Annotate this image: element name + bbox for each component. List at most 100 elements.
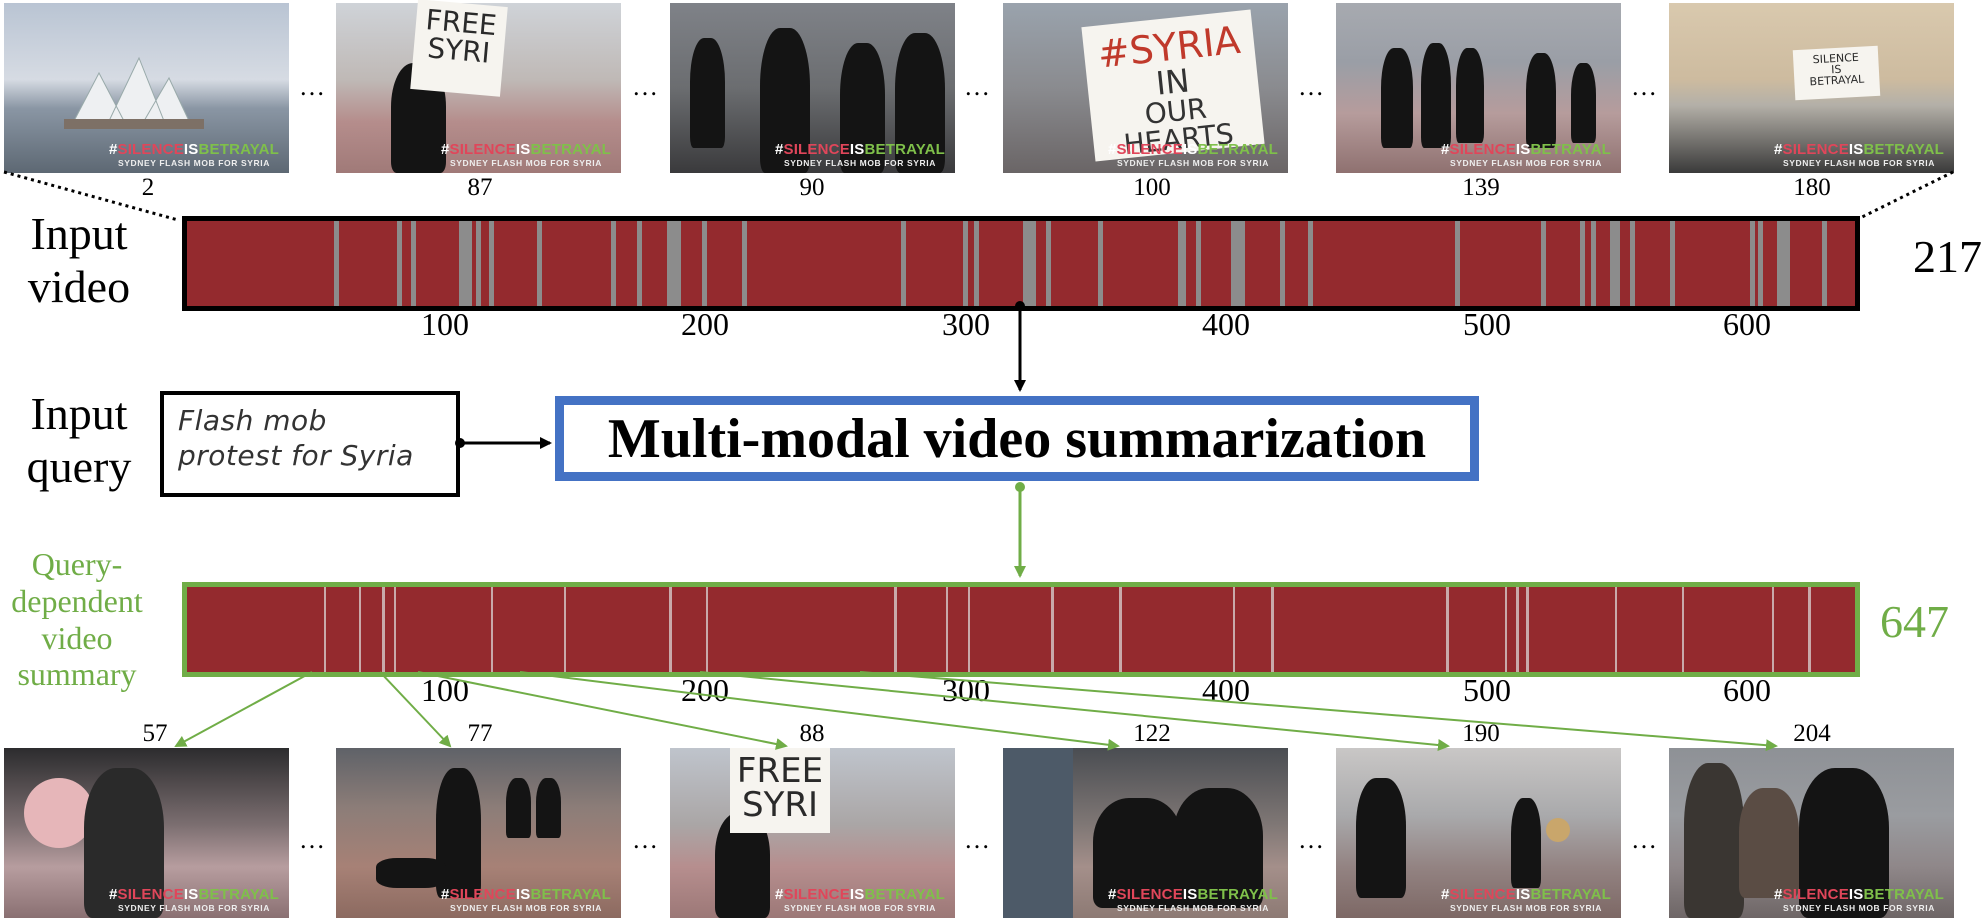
- input-axis-tick: 300: [942, 306, 990, 342]
- input-shot-boundary: [1231, 221, 1245, 306]
- ellipsis: …: [632, 825, 659, 854]
- summary-frame-label: 204: [1793, 720, 1831, 747]
- input-shot-boundary: [1196, 221, 1202, 306]
- input-axis-tick: 200: [681, 306, 729, 342]
- input-shot-boundary: [610, 221, 616, 306]
- input-shot-boundary: [1609, 221, 1620, 306]
- input-axis-tick: 100: [421, 306, 469, 342]
- input-shot-boundary: [1022, 221, 1036, 306]
- summary-axis-tick: 200: [681, 672, 729, 708]
- summary-shot-boundary: [490, 587, 494, 672]
- summary-shot-boundary: [1051, 587, 1054, 672]
- summary-segment-count: 647: [1880, 596, 1949, 647]
- input-frame-label: 180: [1793, 174, 1831, 201]
- summary-frame-label: 190: [1462, 720, 1500, 747]
- connector-dot: [1015, 482, 1025, 492]
- input-frame-label: 87: [467, 174, 493, 201]
- input-shot-boundary: [1629, 221, 1635, 306]
- input-shot-boundary: [1758, 221, 1764, 306]
- summary-shot-boundary: [945, 587, 949, 672]
- summary-shot-boundary: [669, 587, 672, 672]
- input-segment-count: 217: [1913, 231, 1982, 282]
- summary-frame-label: 122: [1133, 720, 1171, 747]
- summary-shot-boundary: [705, 587, 709, 672]
- sign-text: FREE: [736, 751, 824, 791]
- summary-video-timeline: [182, 582, 1860, 677]
- summary-shot-boundary: [358, 587, 362, 672]
- sign-text: SYRI: [741, 785, 818, 825]
- summary-axis-tick: 300: [942, 672, 990, 708]
- input-axis-tick: 400: [1202, 306, 1250, 342]
- query-text-line: protest for Syria: [178, 439, 414, 472]
- summary-shot-boundary: [1232, 587, 1236, 672]
- input-shot-boundary: [475, 221, 481, 306]
- query-text: Flash mob protest for Syria: [178, 403, 414, 473]
- ellipsis: …: [964, 72, 991, 101]
- summary-shot-boundary: [323, 587, 327, 672]
- input-shot-boundary: [458, 221, 473, 306]
- input-shot-boundary: [488, 221, 494, 306]
- summary-label-line: summary: [17, 656, 137, 693]
- method-title: Multi-modal video summarization: [607, 407, 1427, 470]
- summary-shot-boundary: [1614, 587, 1618, 672]
- summary-axis-tick: 400: [1202, 672, 1250, 708]
- input-video-label: Input video: [14, 208, 144, 314]
- summary-shot-boundary: [1119, 587, 1122, 672]
- input-shot-boundary: [1307, 221, 1313, 306]
- input-shot-boundary: [1541, 221, 1547, 306]
- summary-shot-boundary: [382, 587, 385, 672]
- summary-shot-boundary: [1526, 587, 1529, 672]
- input-shot-boundary: [1454, 221, 1460, 306]
- summary-shot-boundary: [1681, 587, 1685, 672]
- input-query-label-line: query: [26, 440, 132, 492]
- input-shot-boundary: [667, 221, 681, 306]
- summary-shot-boundary: [1808, 587, 1811, 672]
- input-query-label-line: Input: [30, 388, 128, 439]
- summary-frame-label: 57: [142, 720, 168, 747]
- summary-label-line: Query-: [31, 546, 123, 582]
- query-text-line: Flash mob: [178, 404, 327, 437]
- input-shot-boundary: [637, 221, 643, 306]
- input-axis-tick: 500: [1463, 306, 1511, 342]
- input-frame-label: 2: [141, 174, 155, 201]
- summary-axis-tick: 600: [1723, 672, 1771, 708]
- summary-shot-boundary: [967, 587, 971, 672]
- summary-axis-tick: 500: [1463, 672, 1511, 708]
- summary-label: Query- dependent video summary: [0, 546, 154, 693]
- ellipsis: …: [1631, 825, 1658, 854]
- summary-frame-label: 88: [799, 720, 825, 747]
- input-shot-boundary: [537, 221, 543, 306]
- ellipsis: …: [1298, 825, 1325, 854]
- input-shot-boundary: [962, 221, 968, 306]
- input-frame-label: 100: [1133, 174, 1171, 201]
- summary-shot-boundary: [1271, 587, 1274, 672]
- input-shot-boundary: [1749, 221, 1755, 306]
- input-frame-label: 139: [1462, 174, 1500, 201]
- summary-shot-boundary: [1516, 587, 1519, 672]
- ellipsis: …: [299, 825, 326, 854]
- summary-shot-boundary: [393, 587, 397, 672]
- input-shot-boundary: [742, 221, 748, 306]
- input-shot-boundary: [702, 221, 708, 306]
- ellipsis: …: [1631, 72, 1658, 101]
- summary-shot-boundary: [1504, 587, 1508, 672]
